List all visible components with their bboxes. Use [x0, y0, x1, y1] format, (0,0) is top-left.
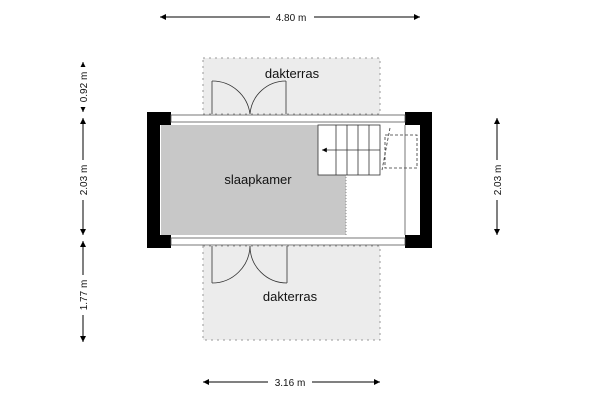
window-walls	[170, 114, 406, 246]
bottom-terrace	[202, 245, 381, 341]
bottom-doors	[211, 245, 288, 284]
dimension-left-top: 0.92 m	[79, 72, 90, 103]
dimension-left-middle: 2.03 m	[79, 165, 90, 196]
room-label-top-terrace: dakterras	[265, 66, 320, 81]
room-label-bedroom: slaapkamer	[224, 172, 292, 187]
bedroom-floor	[161, 125, 346, 235]
staircase	[317, 124, 418, 176]
dimension-top-width: 4.80 m	[276, 13, 307, 24]
dimension-right-middle: 2.03 m	[493, 165, 504, 196]
top-terrace	[202, 57, 381, 115]
top-doors	[211, 80, 287, 115]
room-label-bottom-terrace: dakterras	[263, 289, 318, 304]
dimension-left-bottom: 1.77 m	[79, 280, 90, 311]
walls	[147, 112, 432, 248]
dimension-bottom-width: 3.16 m	[275, 378, 306, 389]
